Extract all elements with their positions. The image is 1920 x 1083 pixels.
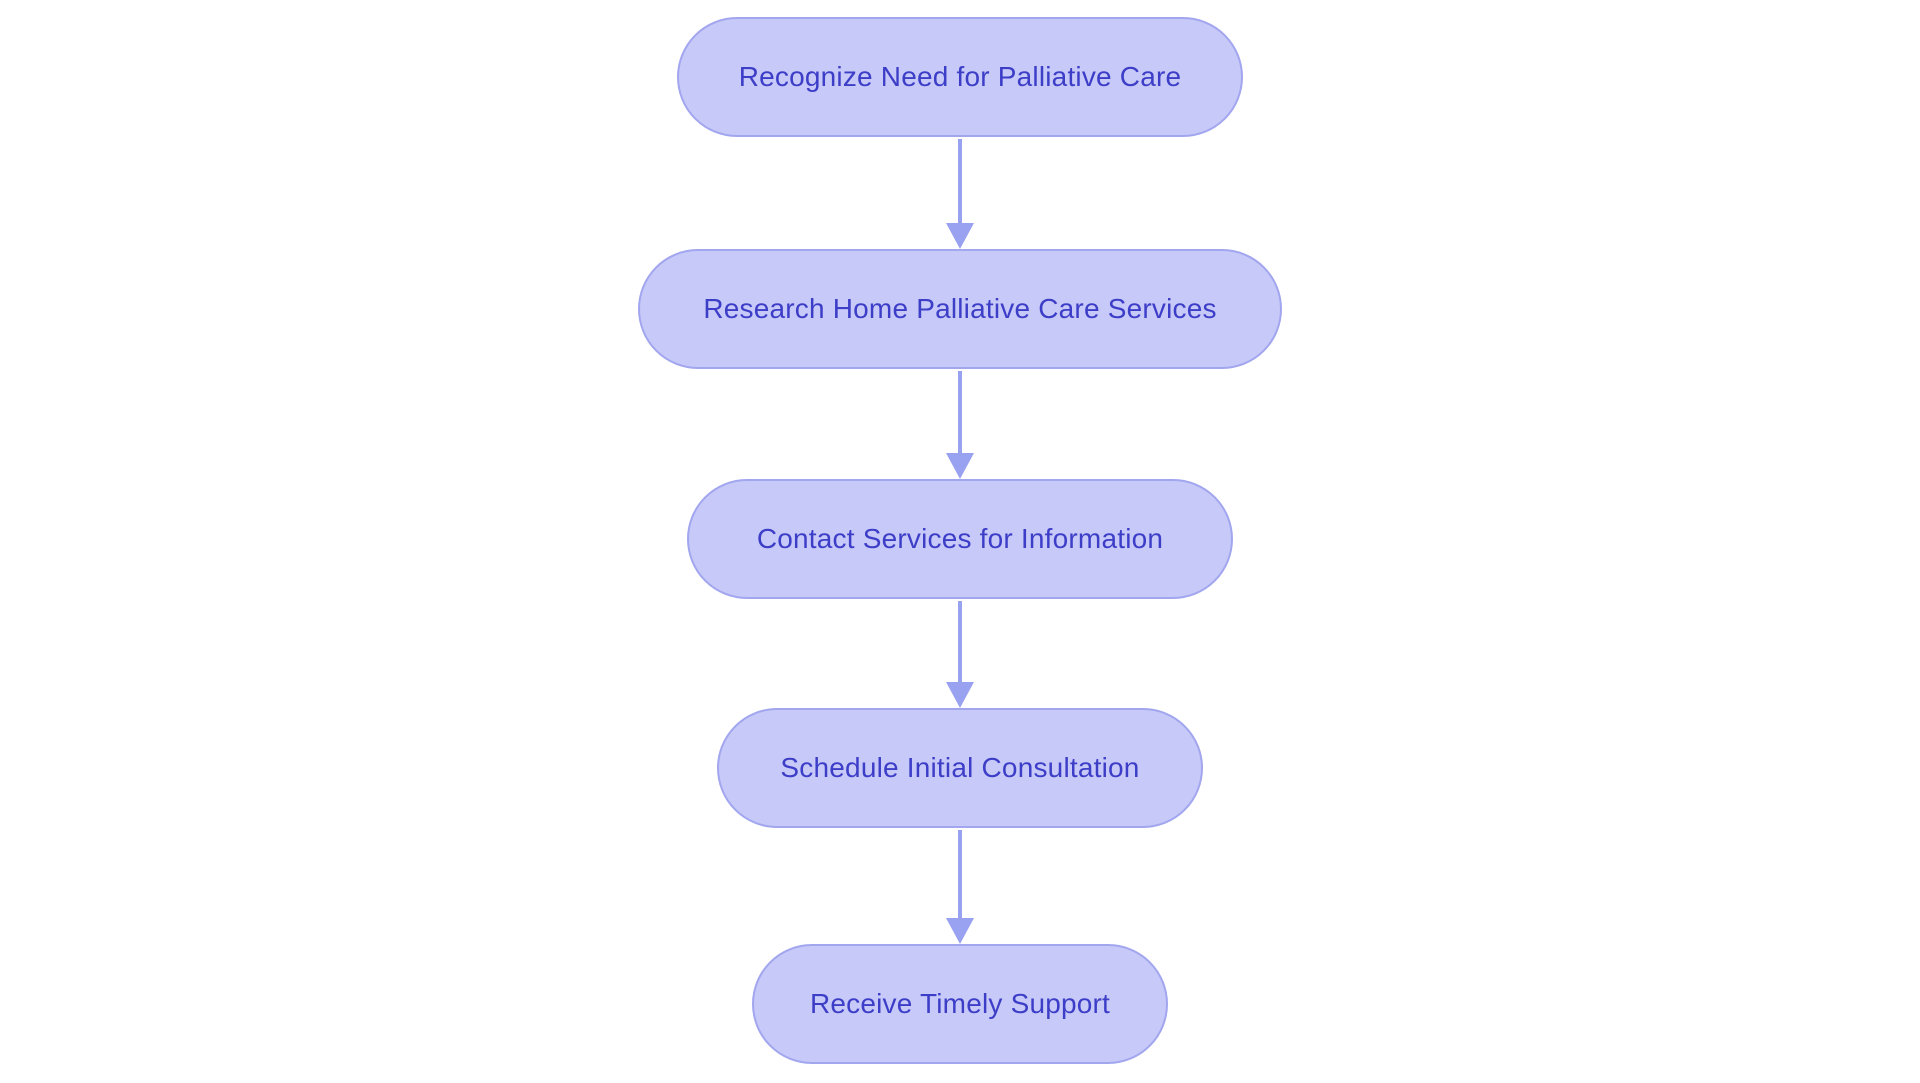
arrow-line [958, 601, 962, 686]
flow-node-contact-services: Contact Services for Information [687, 479, 1233, 599]
connector-arrow-down [946, 830, 974, 944]
arrow-head-icon [946, 918, 974, 944]
flow-node-label: Recognize Need for Palliative Care [738, 61, 1182, 92]
flow-node-label: Research Home Palliative Care Services [703, 293, 1217, 324]
arrow-head-icon [946, 223, 974, 249]
flow-node-label: Receive Timely Support [809, 988, 1111, 1019]
arrow-head-icon [946, 453, 974, 479]
flow-node-receive-support: Receive Timely Support [752, 944, 1168, 1064]
flow-node-research-services: Research Home Palliative Care Services [638, 249, 1282, 369]
flow-node-recognize-need: Recognize Need for Palliative Care [677, 17, 1243, 137]
connector-arrow-down [946, 139, 974, 249]
flow-node-label: Schedule Initial Consultation [780, 752, 1140, 783]
arrow-line [958, 139, 962, 227]
arrow-line [958, 830, 962, 922]
connector-arrow-down [946, 371, 974, 479]
connector-arrow-down [946, 601, 974, 708]
flow-node-label: Contact Services for Information [756, 523, 1164, 554]
arrow-line [958, 371, 962, 457]
arrow-head-icon [946, 682, 974, 708]
flow-node-schedule-consultation: Schedule Initial Consultation [717, 708, 1203, 828]
